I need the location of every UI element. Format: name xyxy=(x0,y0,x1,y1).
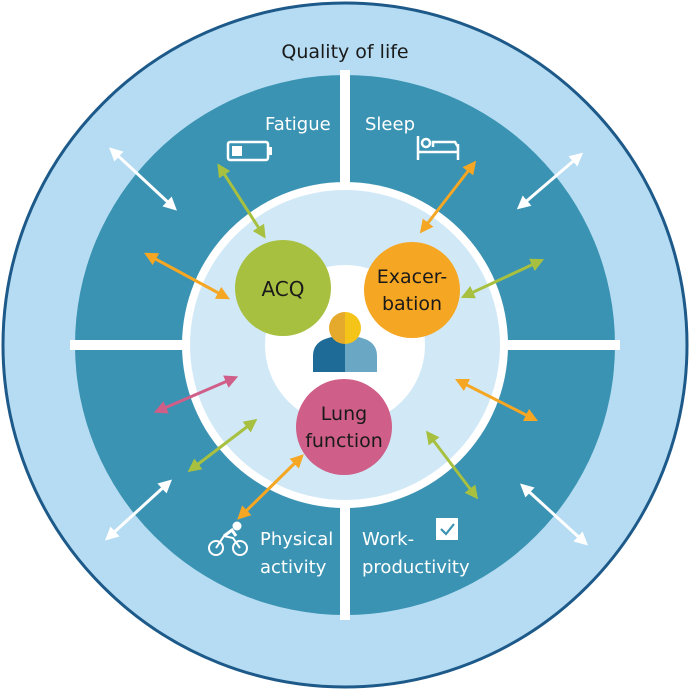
checkbox-icon xyxy=(436,518,458,540)
lung-label-line2: function xyxy=(305,430,383,452)
arrow-green-left-lower xyxy=(187,418,258,473)
arrow-green-fatigue-acq xyxy=(217,163,266,239)
physical-label-line1: Physical xyxy=(260,529,333,550)
arrow-orange-lung-physical xyxy=(237,454,304,520)
arrow-orange-right-middle xyxy=(454,378,539,422)
arrow-white-top-left xyxy=(109,147,177,211)
arrow-white-bottom-right xyxy=(520,483,588,546)
lung-function-node: Lung function xyxy=(296,379,392,475)
bed-icon xyxy=(416,136,460,160)
arrow-orange-acq-left xyxy=(144,252,230,300)
arrow-green-right-lower xyxy=(425,430,479,500)
arrow-orange-sleep-exacerbation xyxy=(419,160,477,234)
work-label-line1: Work- xyxy=(362,529,414,550)
exacerbation-label-line2: bation xyxy=(382,293,442,315)
arrow-white-bottom-left xyxy=(105,479,172,541)
work-label-line2: productivity xyxy=(362,557,470,578)
acq-label: ACQ xyxy=(261,277,304,301)
acq-node: ACQ xyxy=(235,240,331,336)
physical-label-line2: activity xyxy=(260,557,327,578)
battery-low-icon xyxy=(226,140,272,162)
fatigue-label: Fatigue xyxy=(265,114,331,135)
arrow-white-top-right xyxy=(516,152,584,210)
arrow-green-exacerbation-right xyxy=(460,258,545,299)
cyclist-icon xyxy=(208,521,248,556)
lung-label-line1: Lung xyxy=(321,403,367,425)
title: Quality of life xyxy=(281,41,408,63)
sleep-label: Sleep xyxy=(365,114,415,135)
arrow-pink-left xyxy=(153,375,239,414)
exacerbation-node: Exacer- bation xyxy=(364,242,460,338)
exacerbation-label-line1: Exacer- xyxy=(377,266,447,288)
patient-icon xyxy=(313,312,377,372)
